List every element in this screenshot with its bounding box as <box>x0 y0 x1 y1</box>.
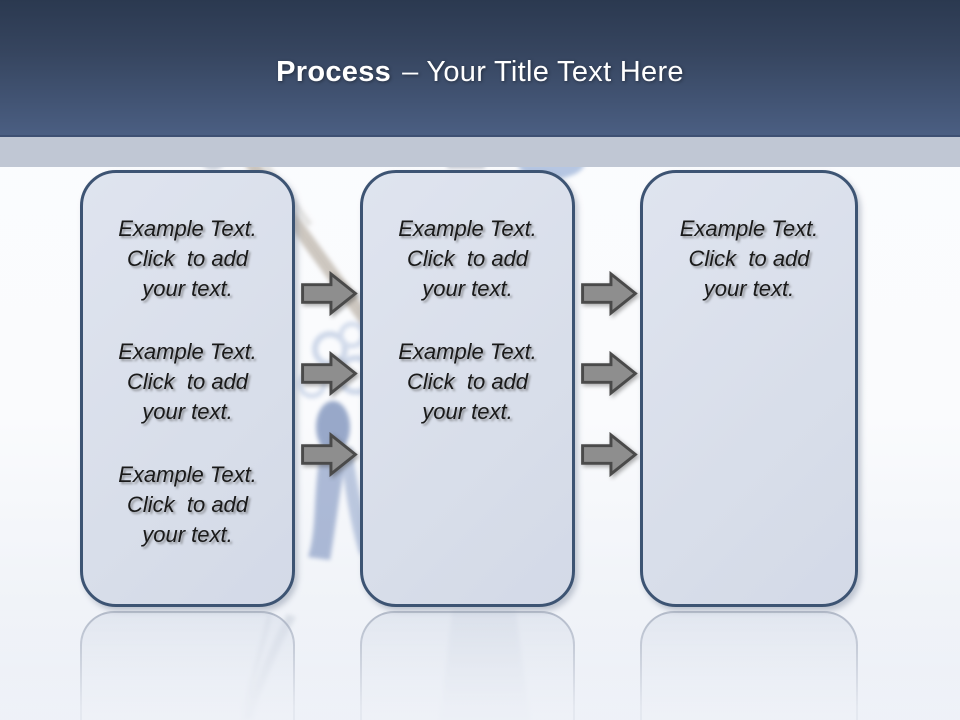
placeholder-line: Click to add <box>688 246 810 271</box>
placeholder-line: Click to add <box>126 492 249 517</box>
placeholder-line: Example Text. <box>398 339 537 364</box>
title-text: – Your Title Text Here <box>402 56 684 88</box>
placeholder-line: Example Text. <box>118 216 257 241</box>
process-box-3[interactable]: Example Text. Click to add your text. <box>640 170 858 607</box>
placeholder-line: Click to add <box>406 246 529 271</box>
placeholder-line: Example Text. <box>679 216 819 241</box>
placeholder-line: your text. <box>142 522 233 547</box>
placeholder-line: your text. <box>422 276 513 301</box>
placeholder-line: Example Text. <box>118 339 257 364</box>
placeholder-line: your text. <box>422 399 513 424</box>
box-1-reflection <box>80 611 295 720</box>
watermark-tassel-knot <box>316 401 350 453</box>
watermark-tassel-strand <box>308 447 348 560</box>
text-placeholder[interactable]: Example Text. Click to add your text. <box>643 214 855 304</box>
process-box-1[interactable]: Example Text. Click to add your text. Ex… <box>80 170 295 607</box>
arrow-right-icon <box>581 432 638 477</box>
placeholder-line: Example Text. <box>118 462 257 487</box>
title-keyword: Process <box>276 56 392 88</box>
placeholder-line: Click to add <box>126 369 249 394</box>
text-placeholder[interactable]: Example Text. Click to add your text. <box>363 214 572 304</box>
placeholder-line: Click to add <box>126 246 249 271</box>
title-bar: Process – Your Title Text Here <box>0 0 960 139</box>
slide-title[interactable]: Process – Your Title Text Here <box>0 52 960 92</box>
placeholder-line: your text. <box>142 399 233 424</box>
text-placeholder[interactable]: Example Text. Click to add your text. <box>83 460 292 550</box>
arrow-right-icon <box>581 271 638 316</box>
placeholder-line: Click to add <box>406 369 529 394</box>
arrow-right-icon <box>301 271 358 316</box>
arrow-right-icon <box>301 432 358 477</box>
accent-band <box>0 137 960 167</box>
placeholder-line: your text. <box>142 276 233 301</box>
placeholder-line: Example Text. <box>398 216 537 241</box>
box-3-reflection <box>640 611 858 720</box>
text-placeholder[interactable]: Example Text. Click to add your text. <box>363 337 572 427</box>
text-placeholder[interactable]: Example Text. Click to add your text. <box>83 337 292 427</box>
arrow-right-icon <box>301 351 358 396</box>
box-2-reflection <box>360 611 575 720</box>
text-placeholder[interactable]: Example Text. Click to add your text. <box>83 214 292 304</box>
process-box-2[interactable]: Example Text. Click to add your text. Ex… <box>360 170 575 607</box>
placeholder-line: your text. <box>703 276 795 301</box>
arrow-right-icon <box>581 351 638 396</box>
